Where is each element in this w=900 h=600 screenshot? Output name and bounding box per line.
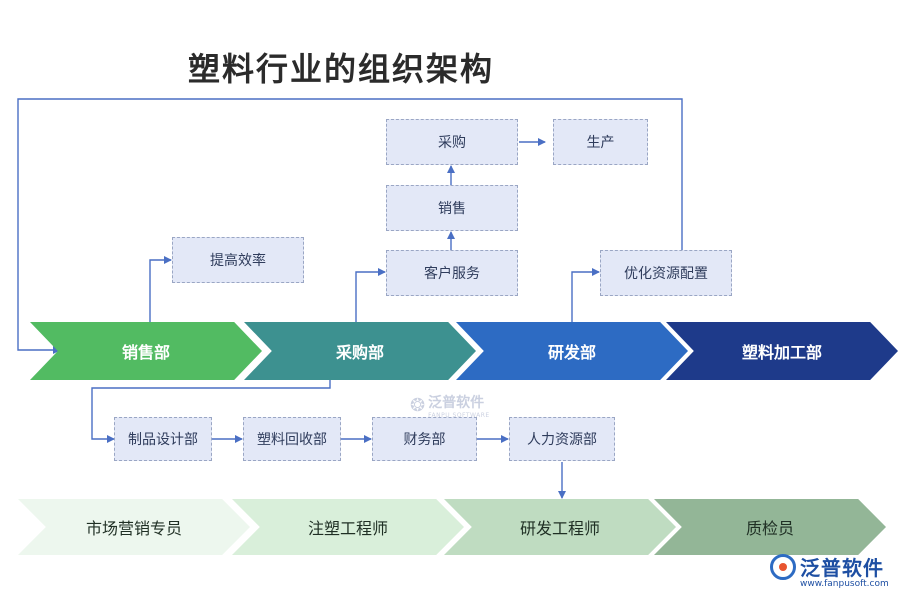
connector-optimize [571, 268, 600, 322]
logo-name: 泛普软件 [800, 556, 884, 580]
stage-purchasing-dept: 采购部 [244, 322, 476, 380]
stage-sales-dept: 销售部 [30, 322, 262, 380]
connector-customer-service [355, 268, 386, 322]
stage-rd-dept: 研发部 [456, 322, 688, 380]
box-customer-service: 客户服务 [386, 250, 518, 296]
watermark-name: 泛普软件 [428, 395, 485, 411]
loop-connector [17, 98, 683, 354]
logo-url: www.fanpusoft.com [800, 579, 889, 589]
box-sales: 销售 [386, 185, 518, 231]
connector-efficiency [149, 256, 172, 322]
connector-product-design [91, 380, 331, 443]
box-production: 生产 [553, 119, 648, 165]
box-purchase: 采购 [386, 119, 518, 165]
box-recycling-dept: 塑料回收部 [243, 417, 341, 461]
fanpu-logo: 泛普软件 www.fanpusoft.com [770, 552, 889, 589]
box-efficiency: 提高效率 [172, 237, 304, 283]
stage-rd-engineer: 研发工程师 [444, 499, 676, 555]
box-finance-dept: 财务部 [372, 417, 477, 461]
logo-icon [770, 553, 796, 580]
diagram-title: 塑料行业的组织架构 [188, 50, 495, 88]
stage-plastic-processing-dept: 塑料加工部 [666, 322, 898, 380]
stage-quality-inspector: 质检员 [654, 499, 886, 555]
watermark-icon: ❂ [410, 395, 426, 416]
stage-injection-engineer: 注塑工程师 [232, 499, 464, 555]
box-optimize-resources: 优化资源配置 [600, 250, 732, 296]
watermark: ❂ 泛普软件 FANPU SOFTWARE [410, 392, 490, 419]
watermark-sub: FANPU SOFTWARE [428, 412, 490, 419]
box-product-design-dept: 制品设计部 [114, 417, 212, 461]
box-hr-dept: 人力资源部 [509, 417, 615, 461]
stage-marketing-specialist: 市场营销专员 [18, 499, 250, 555]
